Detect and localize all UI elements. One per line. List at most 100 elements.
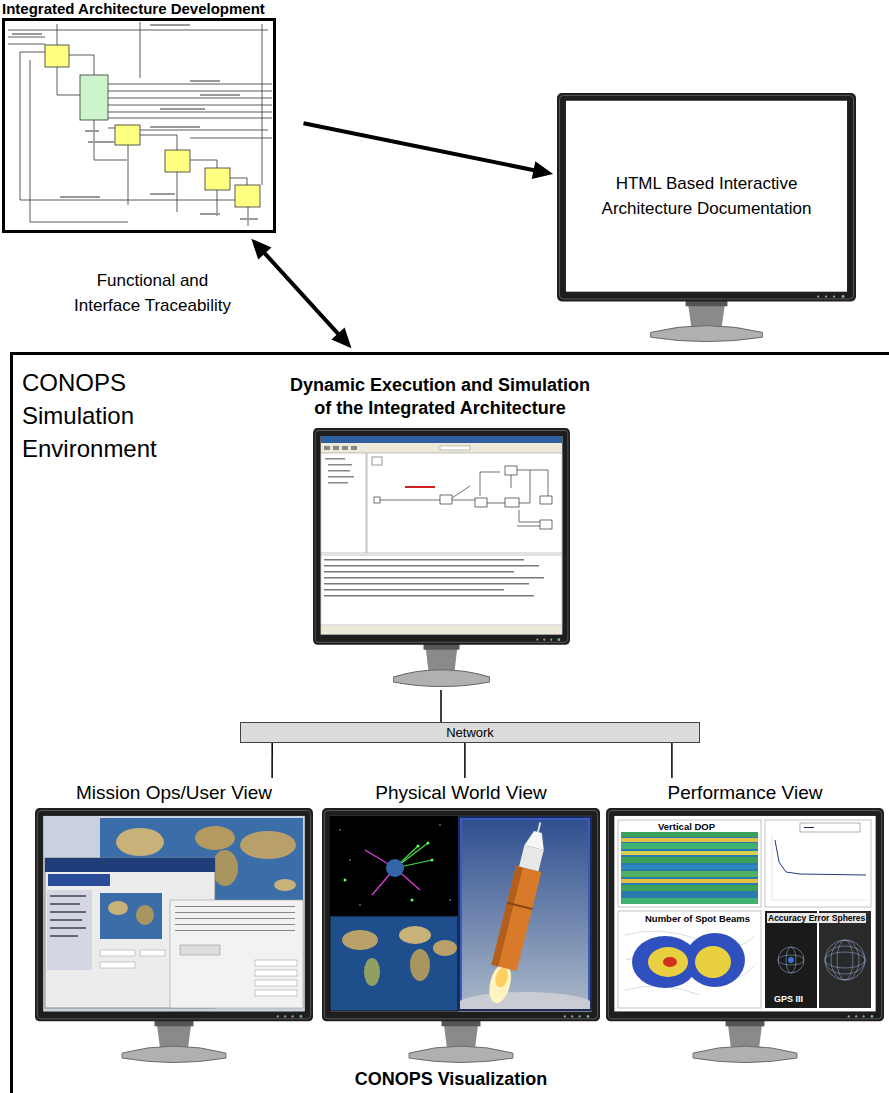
connector-line (271, 743, 273, 778)
performance-screenshot (618, 820, 871, 1008)
performance-screenshot-part (800, 823, 860, 832)
mission-ops-screenshot-part (180, 945, 220, 955)
physical-world-screenshot-part-part-part (491, 866, 541, 971)
physical-world-screenshot-part-part (417, 845, 420, 848)
mission-ops-screenshot-part-part (175, 918, 295, 919)
performance-screenshot-part (663, 957, 677, 967)
physical-world-screenshot-part-part (460, 992, 590, 1009)
monitor-frames-part (313, 428, 570, 686)
performance-screenshot-part-part (621, 851, 758, 855)
performance-screenshot-part (618, 911, 761, 1008)
mission-ops-screenshot-part (100, 893, 162, 939)
view-monitor: Mission Ops/User View (35, 778, 313, 1064)
screen-label: Number of Spot Beams (643, 913, 752, 924)
simulation-screenshot-part-part (324, 559, 524, 561)
physical-world-screenshot-part-part (344, 879, 347, 882)
physical-world-screenshot-part (458, 816, 592, 1011)
performance-screenshot-part-part (778, 955, 804, 965)
idef0-diagram-part (12, 24, 258, 220)
mission-ops-screenshot-part-part (50, 911, 86, 913)
simulation-screenshot-part-part (328, 482, 348, 484)
performance-screenshot-part-part (786, 947, 796, 973)
mission-ops-screenshot-part-part (255, 970, 297, 976)
view-label: Mission Ops/User View (35, 782, 313, 804)
simulation-screenshot-part (321, 555, 562, 625)
view-label: Physical World View (322, 782, 600, 804)
idef0-diagram-part-part (190, 80, 220, 82)
performance-screenshot-part (772, 835, 868, 900)
mission-ops-screenshot-part-part (175, 906, 295, 907)
simulation-screenshot-part-part (333, 446, 339, 450)
simulation-screenshot-part (367, 453, 562, 553)
mission-ops-screenshot-part (175, 906, 295, 931)
idef0-diagram-part-part (85, 130, 99, 132)
physical-world-screenshot (330, 816, 595, 1020)
mission-ops-screenshot-part (50, 895, 86, 937)
mission-ops-screenshot-part-part (50, 903, 80, 905)
physical-world-screenshot-part (330, 816, 458, 916)
idef0-diagram-part (8, 22, 272, 226)
connector-line (263, 251, 340, 336)
physical-world-screenshot-part (399, 926, 431, 944)
performance-screenshot-part-part (625, 931, 755, 995)
performance-screenshot-part (804, 827, 814, 828)
performance-screenshot-part-part (621, 843, 758, 849)
physical-world-screenshot-part-part-part (491, 866, 522, 967)
idef0-diagram-part-part (165, 150, 190, 172)
performance-screenshot-part (819, 911, 871, 1008)
simulation-screenshot-part-part (325, 458, 345, 460)
architecture-diagram-box: Integrated Architecture Development (0, 0, 278, 235)
physical-world-screenshot-part (433, 940, 457, 956)
mission-ops-screenshot-part-part (50, 895, 86, 897)
performance-screenshot-part (648, 947, 688, 977)
performance-screenshot-part-part (621, 857, 758, 863)
connector (272, 743, 273, 778)
physical-world-screenshot-part-part-part (524, 830, 547, 850)
physical-world-screenshot-part-part (449, 899, 451, 901)
simulation-screenshot-part-part (328, 470, 350, 472)
mission-ops-screenshot-part (136, 905, 154, 925)
edge-label: Functional and Interface Traceability (70, 268, 235, 318)
simulation-screenshot-part-part (351, 446, 357, 450)
physical-world-screenshot-part (339, 824, 451, 906)
view-label: Performance View (606, 782, 884, 804)
frame-caption: CONOPS Visualization (13, 1068, 889, 1090)
simulation-screenshot-part (324, 559, 544, 597)
physical-world-screenshot-part-part (427, 842, 430, 845)
simulation-screenshot-part (374, 466, 552, 529)
simulation-screenshot-part (321, 453, 366, 553)
mission-ops-screenshot-part-part (175, 924, 295, 925)
simulation-screenshot-part-part (440, 495, 452, 504)
mission-ops-screenshot-part (274, 879, 296, 891)
performance-screenshot-part-part (825, 940, 865, 980)
idef0-diagram-part-part (8, 22, 272, 226)
connector-line (304, 123, 537, 171)
simulation-screenshot-part-part (475, 498, 487, 507)
screen-label: GPS III (772, 994, 805, 1005)
connector (441, 690, 442, 722)
physical-world-screenshot-part-part (483, 819, 553, 1006)
mission-ops-screenshot-part-part (255, 980, 297, 986)
simulation-screenshot-part (324, 446, 470, 450)
performance-screenshot-part (695, 946, 731, 978)
simulation-screenshot-part-part (324, 565, 539, 567)
simulation-screenshot-part-part (324, 577, 544, 579)
idef0-diagram-part-part (150, 126, 200, 128)
mission-ops-screenshot-part (212, 850, 238, 886)
mission-ops-screenshot-part (240, 831, 296, 859)
mission-ops-screenshot-part (195, 826, 235, 850)
idef0-diagram-part-part (45, 45, 69, 67)
connector-line (440, 690, 442, 722)
physical-world-screenshot-part-part (339, 829, 341, 831)
idef0-diagram-part-part (200, 213, 220, 215)
idef0-diagram-part-part (200, 94, 240, 96)
physical-world-screenshot-part (386, 859, 404, 877)
physical-world-screenshot-part (460, 819, 590, 1009)
physical-world-screenshot-part (330, 916, 458, 1011)
physical-world-screenshot-part-part (439, 824, 441, 826)
simulation-screenshot-part-part (324, 571, 514, 573)
monitor-frames-part (557, 93, 856, 342)
